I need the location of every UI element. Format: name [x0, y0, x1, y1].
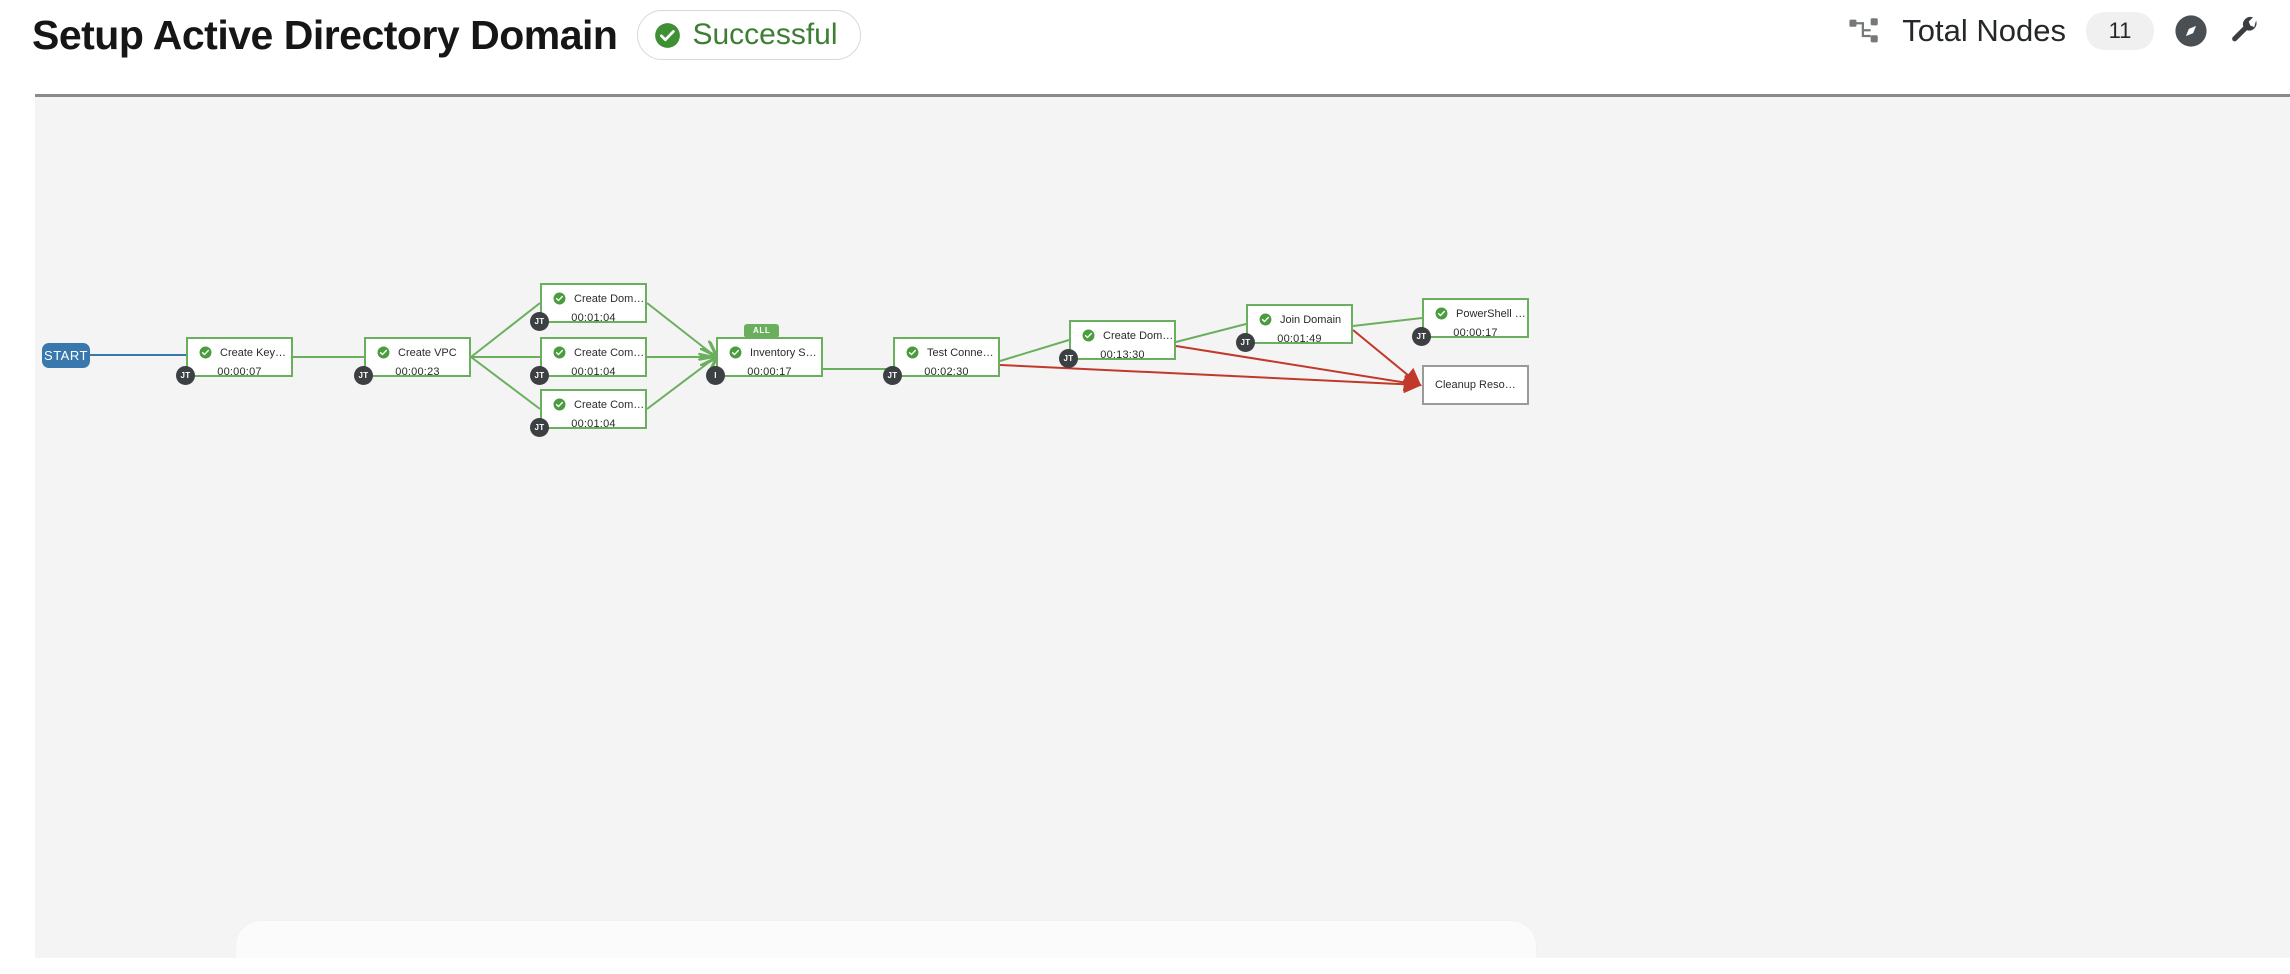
node-status-check-icon: [553, 346, 566, 359]
node-credential-badge-test-connectivity[interactable]: JT: [883, 366, 902, 385]
total-nodes-label: Total Nodes: [1902, 13, 2066, 48]
node-duration: 00:02:30: [924, 366, 969, 378]
node-status-check-icon: [377, 346, 390, 359]
title-group: Setup Active Directory Domain Successful: [32, 10, 861, 60]
page-title: Setup Active Directory Domain: [32, 11, 618, 58]
page-header: Setup Active Directory Domain Successful…: [0, 0, 2290, 94]
sitemap-icon[interactable]: [1848, 14, 1882, 48]
node-create-vpc[interactable]: Create VPC 00:00:23: [364, 337, 471, 378]
node-create-computer-1[interactable]: Create Computer (1) 00:01:04: [540, 337, 647, 378]
node-title: Create VPC: [398, 346, 457, 359]
node-credential-badge-create-computer-1[interactable]: JT: [530, 366, 549, 385]
edge-layer: [90, 302, 1423, 410]
node-credential-badge-create-vpc[interactable]: JT: [354, 366, 373, 385]
node-credential-badge-create-domain-controller[interactable]: JT: [530, 312, 549, 331]
node-duration: 00:01:04: [571, 366, 616, 378]
node-test-connectivity[interactable]: Test Connectivity 00:02:30: [893, 337, 1000, 378]
edge-test-connectivity-to-cleanup-resources: [999, 364, 1422, 394]
node-title: Join Domain: [1280, 313, 1342, 326]
node-join-domain[interactable]: Join Domain 00:01:49: [1246, 304, 1353, 345]
node-duration: 00:13:30: [1100, 349, 1145, 361]
node-status-check-icon: [553, 292, 566, 305]
edge-join-domain-to-cleanup-resources: [1352, 329, 1422, 387]
node-title: Create Computer (1): [574, 346, 645, 359]
node-status-check-icon: [553, 398, 566, 411]
edge-create-vpc-to-create-domain-controller: [470, 302, 541, 358]
node-cleanup-resources[interactable]: Cleanup Resources: [1422, 365, 1529, 405]
start-node[interactable]: START: [42, 343, 90, 368]
edge-create-domain-to-cleanup-resources: [1175, 345, 1422, 392]
wrench-icon[interactable]: [2228, 14, 2262, 48]
node-duration: 00:00:17: [747, 366, 792, 378]
edge-create-domain-to-join-domain: [1175, 323, 1247, 343]
node-status-check-icon: [906, 346, 919, 359]
edge-join-domain-to-powershell-validation: [1352, 317, 1423, 327]
node-status-check-icon: [199, 346, 212, 359]
node-duration: 00:01:04: [571, 312, 616, 324]
total-nodes-count: 11: [2086, 12, 2154, 50]
node-status-check-icon: [1082, 329, 1095, 342]
node-title: Test Connectivity: [927, 346, 998, 359]
header-right-group: Total Nodes 11: [1848, 12, 2262, 50]
node-credential-badge-create-domain[interactable]: JT: [1059, 349, 1078, 368]
node-status-check-icon: [729, 346, 742, 359]
node-title: PowerShell Validation: [1456, 307, 1527, 320]
node-title: Create Domain: [1103, 329, 1174, 342]
node-create-domain[interactable]: Create Domain 00:13:30: [1069, 320, 1176, 361]
node-duration: 00:01:49: [1277, 333, 1322, 345]
node-title: Create Domain Contr...: [574, 292, 645, 305]
node-tag-inventory-sync: ALL: [744, 324, 780, 338]
compass-icon[interactable]: [2174, 14, 2208, 48]
node-inventory-sync[interactable]: Inventory Sync 00:00:17: [716, 337, 823, 378]
node-powershell-validation[interactable]: PowerShell Validation 00:00:17: [1422, 298, 1529, 339]
node-duration: 00:00:07: [217, 366, 262, 378]
node-status-check-icon: [1435, 307, 1448, 320]
check-circle-icon: [655, 22, 681, 48]
node-create-computer-2[interactable]: Create Computer (2) 00:01:04: [540, 389, 647, 430]
node-duration: 00:00:23: [395, 366, 440, 378]
node-credential-badge-create-computer-2[interactable]: JT: [530, 418, 549, 437]
node-create-domain-controller[interactable]: Create Domain Contr... 00:01:04: [540, 283, 647, 324]
edge-test-connectivity-to-create-domain: [999, 339, 1070, 362]
status-label: Successful: [692, 18, 838, 51]
edge-create-vpc-to-create-computer-2: [470, 356, 541, 410]
node-title: Create Keypair: [220, 346, 291, 359]
canvas-bottom-decoration: [235, 920, 1537, 958]
node-title: Inventory Sync: [750, 346, 821, 359]
node-duration: 00:01:04: [571, 418, 616, 430]
node-status-check-icon: [1259, 313, 1272, 326]
node-credential-badge-inventory-sync[interactable]: I: [706, 366, 725, 385]
edge-create-computer-2-to-inventory-sync: [646, 357, 716, 410]
node-create-keypair[interactable]: Create Keypair 00:00:07: [186, 337, 293, 378]
node-credential-badge-create-keypair[interactable]: JT: [176, 366, 195, 385]
node-credential-badge-powershell-validation[interactable]: JT: [1412, 327, 1431, 346]
edge-create-domain-controller-to-inventory-sync: [646, 302, 716, 357]
node-title: Cleanup Resources: [1435, 379, 1527, 391]
node-credential-badge-join-domain[interactable]: JT: [1236, 333, 1255, 352]
node-title: Create Computer (2): [574, 398, 645, 411]
node-duration: 00:00:17: [1453, 327, 1498, 339]
status-badge: Successful: [637, 10, 861, 60]
